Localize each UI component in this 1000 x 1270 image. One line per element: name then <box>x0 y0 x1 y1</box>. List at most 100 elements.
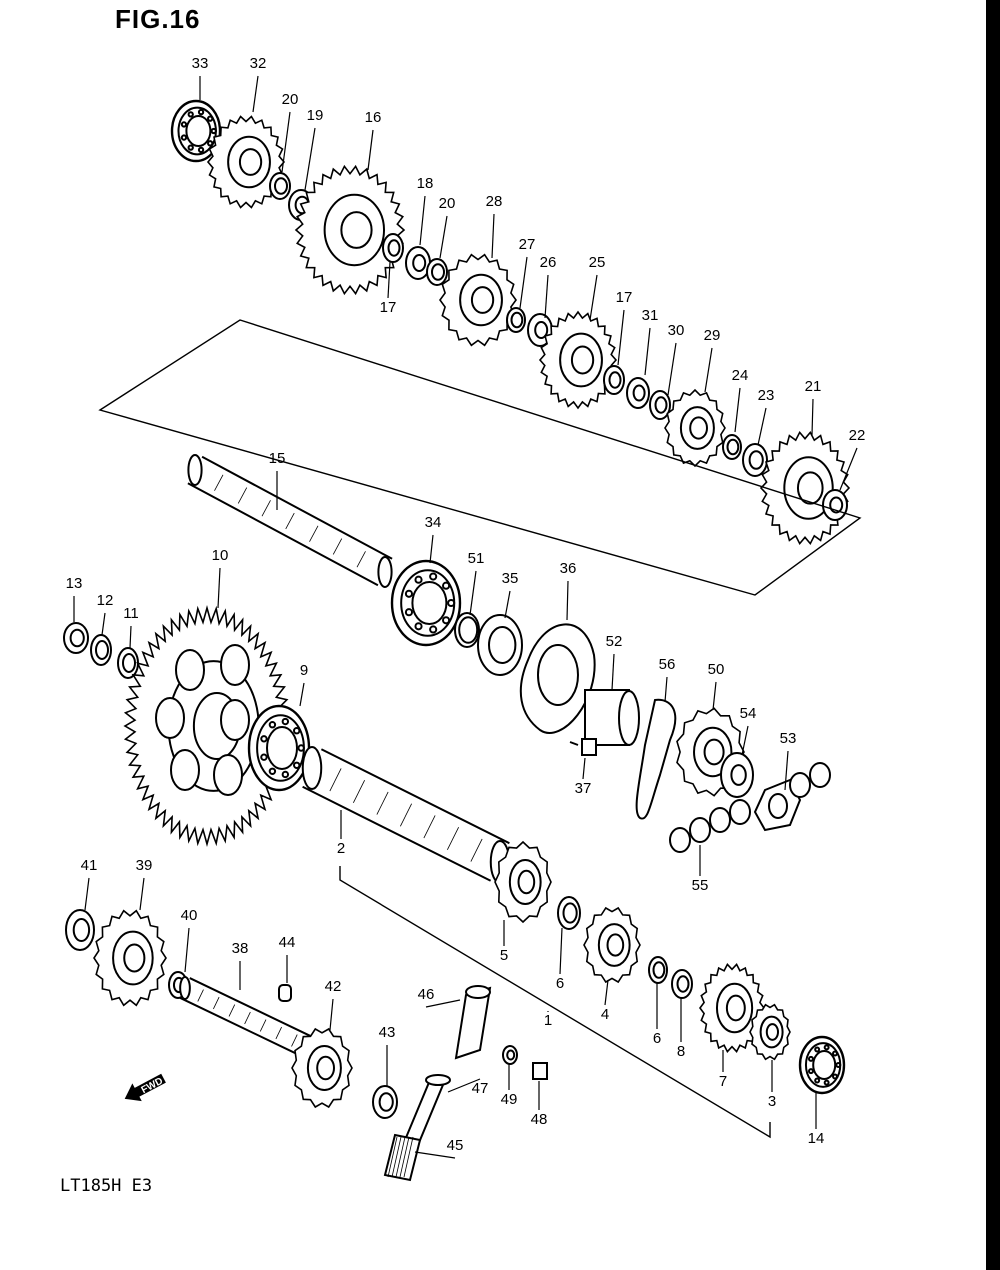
callout-43: 43 <box>379 1024 396 1041</box>
callout-28: 28 <box>486 193 503 210</box>
washer-8 <box>671 969 693 999</box>
model-code: LT185H E3 <box>60 1176 153 1196</box>
callout-6b: 6 <box>653 1030 661 1047</box>
callout-41: 41 <box>81 857 98 874</box>
circlip-24 <box>722 434 742 460</box>
bushing-22 <box>822 489 848 521</box>
leader-line-53 <box>784 750 789 791</box>
callout-34: 34 <box>425 514 442 531</box>
callout-40: 40 <box>181 907 198 924</box>
assembly-bracket-upper <box>98 319 862 596</box>
callout-49: 49 <box>501 1091 518 1108</box>
callout-51: 51 <box>468 550 485 567</box>
callout-9: 9 <box>300 662 308 679</box>
bearing-13 <box>63 622 89 654</box>
callout-1: 1 <box>544 1012 552 1029</box>
leader-line-31 <box>644 327 651 376</box>
oring-51 <box>454 612 480 648</box>
callout-50: 50 <box>708 661 725 678</box>
callout-38: 38 <box>232 940 249 957</box>
bearing-14 <box>798 1035 846 1095</box>
bolt-37 <box>569 738 597 756</box>
callout-52: 52 <box>606 633 623 650</box>
callout-22: 22 <box>849 427 866 444</box>
callout-25: 25 <box>589 254 606 271</box>
washer-41 <box>65 909 95 951</box>
fwd-arrow-icon: FWD <box>124 1073 166 1102</box>
callout-37: 37 <box>575 780 592 797</box>
circlip-20a <box>269 172 291 200</box>
callout-47: 47 <box>472 1080 489 1097</box>
callout-53: 53 <box>780 730 797 747</box>
leader-line-20a <box>281 111 291 173</box>
leader-line-18 <box>419 195 426 246</box>
callout-56: 56 <box>659 656 676 673</box>
callout-44: 44 <box>279 934 296 951</box>
leader-line-9 <box>299 682 305 707</box>
callout-7: 7 <box>719 1073 727 1090</box>
leader-line-51 <box>469 570 477 616</box>
lock-washer-54 <box>720 752 754 798</box>
callout-27: 27 <box>519 236 536 253</box>
leader-line-29 <box>704 347 713 393</box>
leader-line-32 <box>252 75 259 113</box>
leader-line-35 <box>504 590 511 619</box>
gear-4 <box>583 906 641 984</box>
callout-31: 31 <box>642 307 659 324</box>
leader-line-24 <box>734 387 741 433</box>
callout-10: 10 <box>212 547 229 564</box>
gear-29 <box>664 388 726 468</box>
callout-19: 19 <box>307 107 324 124</box>
washer-31 <box>626 377 650 409</box>
shaft-47 <box>403 1074 451 1147</box>
callout-17a: 17 <box>380 299 397 316</box>
callout-33: 33 <box>192 55 209 72</box>
leader-line-12 <box>101 612 106 636</box>
leader-line-37 <box>582 757 586 780</box>
washer-23 <box>742 443 768 477</box>
leader-line-10 <box>217 567 221 609</box>
callout-3: 3 <box>768 1093 776 1110</box>
leader-line-47 <box>447 1078 481 1093</box>
leader-line-23 <box>757 407 767 446</box>
callout-18: 18 <box>417 175 434 192</box>
callout-11: 11 <box>123 605 139 622</box>
leader-line-42 <box>329 998 334 1031</box>
pin-44 <box>278 984 292 1002</box>
callout-8: 8 <box>677 1043 685 1060</box>
washer-30 <box>649 390 671 420</box>
leader-line-20b <box>439 215 448 259</box>
gear-10 <box>123 605 291 847</box>
leader-line-30 <box>667 342 677 396</box>
callout-4: 4 <box>601 1006 609 1023</box>
gear-39 <box>93 909 167 1007</box>
driveshaft-2 <box>301 746 511 884</box>
leader-line-46 <box>425 999 461 1008</box>
leader-line-17b <box>617 309 625 366</box>
bearing-9 <box>247 704 311 792</box>
shaft-38 <box>179 976 316 1060</box>
circlip-11 <box>117 647 139 679</box>
circlip-6a <box>557 896 581 930</box>
gear-45 <box>383 1133 422 1182</box>
circlip-20b <box>426 258 448 286</box>
gear-5 <box>494 840 552 924</box>
bolt-48 <box>532 1062 548 1080</box>
spacer-52 <box>584 689 640 746</box>
callout-42: 42 <box>325 978 342 995</box>
leader-line-4 <box>604 979 609 1006</box>
circlip-6b <box>648 956 668 984</box>
callout-30: 30 <box>668 322 685 339</box>
leader-line-52 <box>611 653 615 691</box>
leader-line-28 <box>491 213 495 259</box>
figure-title: FIG.16 <box>115 4 201 34</box>
leader-line-19 <box>304 127 316 191</box>
callout-2: 2 <box>337 840 345 857</box>
callout-12: 12 <box>97 592 114 609</box>
gear-32 <box>206 115 286 209</box>
callout-39: 39 <box>136 857 153 874</box>
callout-29: 29 <box>704 327 721 344</box>
fwd-label: FWD <box>140 1076 165 1096</box>
washer-43 <box>372 1085 398 1119</box>
callout-36: 36 <box>560 560 577 577</box>
